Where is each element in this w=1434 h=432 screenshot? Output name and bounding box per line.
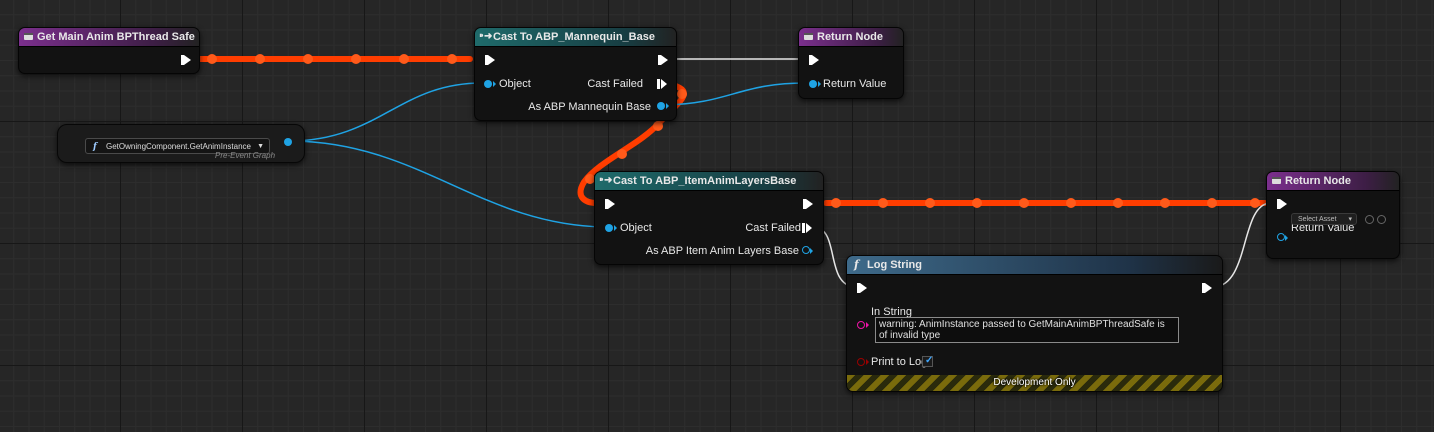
return-node-1[interactable]: Return Node Return Value [798,27,904,99]
return-value-pin[interactable] [809,80,821,88]
exec-out-pin[interactable] [803,199,813,209]
as-mannequin-label: As ABP Mannequin Base [528,101,651,113]
print-to-log-label: Print to Log [871,356,928,368]
function-name: GetOwningComponent.GetAnimInstance [106,142,251,151]
as-mannequin-output-pin[interactable] [657,102,669,110]
get-main-anim-node[interactable]: Get Main Anim BPThread Safe [18,27,200,74]
object-label: Object [620,222,652,234]
function-icon: f [93,142,97,152]
return-node-icon [804,33,813,40]
cast-failed-pin[interactable] [802,223,812,233]
node-title: Log String [867,259,922,271]
exec-in-pin[interactable] [1277,199,1287,209]
object-input-pin[interactable] [484,80,496,88]
chevron-down-icon: ▾ [1348,216,1352,223]
cast-icon: ⁍➜ [599,175,613,186]
print-to-log-checkbox[interactable]: ✓ [922,355,934,367]
cast-mannequin-node[interactable]: ⁍➜ Cast To ABP_Mannequin_Base Object Cas… [474,27,677,121]
node-header: f Log String [847,256,1222,275]
cast-failed-label: Cast Failed [587,78,643,90]
exec-in-pin[interactable] [485,55,495,65]
return-value-pin[interactable] [1277,233,1288,241]
as-item-anim-layers-label: As ABP Item Anim Layers Base [645,245,799,257]
node-title: Cast To ABP_Mannequin_Base [493,31,655,43]
node-header: ⁍➜ Cast To ABP_Mannequin_Base [475,28,676,47]
exec-in-pin[interactable] [857,283,867,293]
use-selected-icon[interactable] [1365,215,1374,224]
in-string-label: In String [871,306,912,318]
node-title: Return Node [1285,175,1351,187]
return-node-2[interactable]: Return Node Return Value Select Asset ▾ [1266,171,1400,259]
cast-failed-label: Cast Failed [745,222,801,234]
object-wire-to-cast1 [290,82,485,142]
in-string-textbox[interactable]: warning: AnimInstance passed to GetMainA… [875,317,1179,343]
object-input-pin[interactable] [605,224,617,232]
in-string-pin[interactable] [857,321,869,329]
checkmark-icon: ✓ [925,355,934,366]
cast-item-anim-layers-node[interactable]: ⁍➜ Cast To ABP_ItemAnimLayersBase Object… [594,171,824,265]
object-wire-return1 [663,82,811,106]
get-owning-component-node[interactable]: f GetOwningComponent.GetAnimInstance ▼ P… [57,124,305,163]
exec-in-pin[interactable] [605,199,615,209]
log-string-node[interactable]: f Log String In String warning: AnimInst… [846,255,1223,392]
node-header: ⁍➜ Cast To ABP_ItemAnimLayersBase [595,172,823,191]
as-item-anim-layers-output-pin[interactable] [802,246,813,254]
select-asset-dropdown[interactable]: Select Asset ▾ [1291,213,1357,225]
development-only-banner: Development Only [847,375,1222,391]
development-only-label: Development Only [993,377,1076,388]
node-title: Cast To ABP_ItemAnimLayersBase [613,175,797,187]
node-title: Return Node [817,31,883,43]
node-header: Return Node [1267,172,1399,191]
function-icon: f [854,258,859,271]
object-label: Object [499,78,531,90]
context-label: Pre-Event Graph [215,151,276,160]
exec-out-pin[interactable] [1202,283,1212,293]
anim-instance-output-pin[interactable] [284,138,292,146]
node-header: Return Node [799,28,903,47]
object-wire-to-cast2 [290,140,606,228]
browse-search-icon[interactable] [1377,215,1386,224]
function-name-dropdown[interactable]: f GetOwningComponent.GetAnimInstance ▼ [85,138,270,154]
node-title: Get Main Anim BPThread Safe [37,31,195,43]
node-header: Get Main Anim BPThread Safe [19,28,199,47]
cast-failed-pin[interactable] [657,79,667,89]
select-asset-label: Select Asset [1298,216,1337,223]
return-value-label: Return Value [823,78,887,90]
exec-out-pin[interactable] [658,55,668,65]
return-node-icon [1272,177,1281,184]
chevron-down-icon: ▼ [257,143,264,150]
exec-out-pin[interactable] [181,55,191,65]
return-value-label: Return Value [1291,222,1355,234]
exec-in-pin[interactable] [809,55,819,65]
function-icon [24,33,33,40]
print-to-log-pin[interactable] [857,358,869,366]
cast-icon: ⁍➜ [479,31,493,42]
